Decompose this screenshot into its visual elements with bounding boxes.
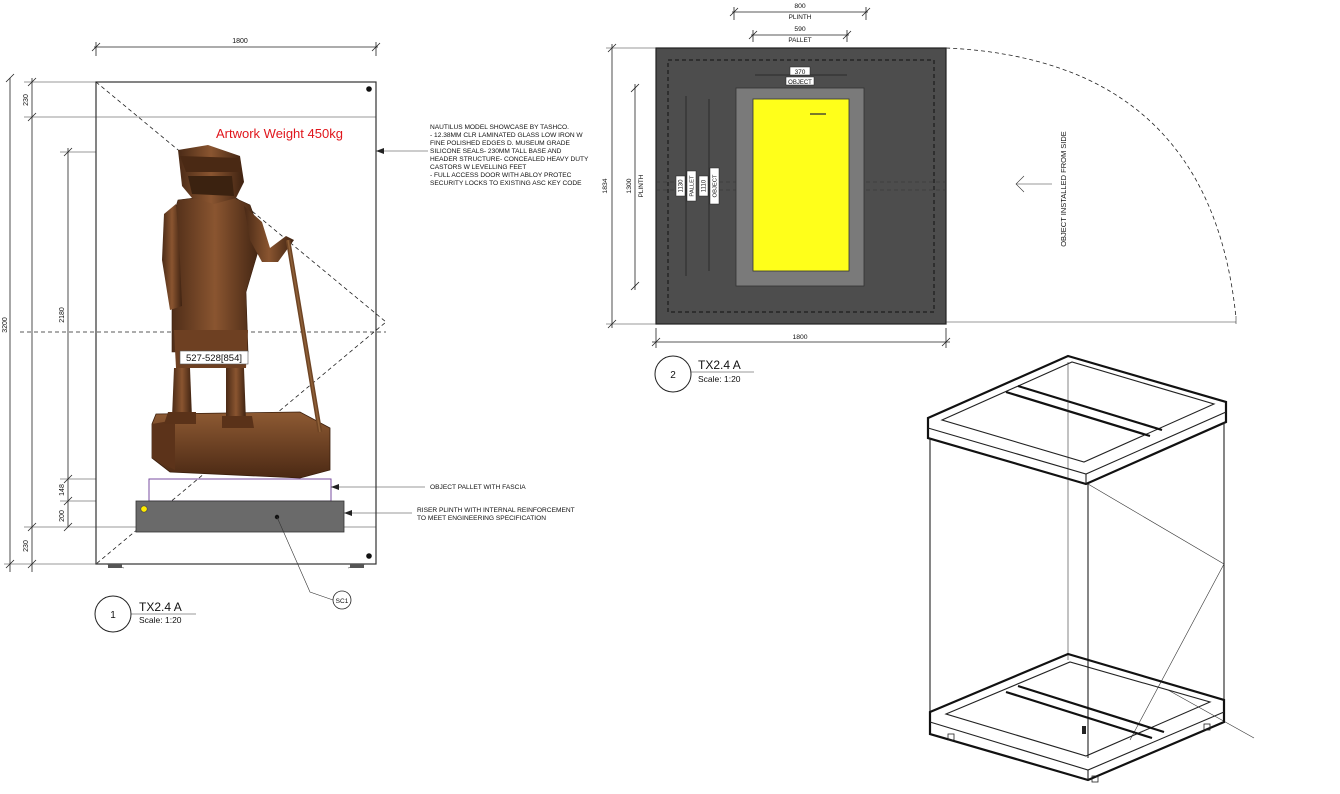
plinth-callout: RISER PLINTH WITH INTERNAL REINFORCEMENT…: [344, 507, 575, 522]
showcase-3d-base: [928, 652, 1226, 783]
view-label-2: 2 TX2.4 A Scale: 1:20: [654, 355, 754, 393]
overall-height-value: 3200: [2, 317, 9, 333]
plan-pallet-width-value: 590: [794, 26, 806, 33]
view-1-ref: TX2.4 A: [139, 600, 182, 614]
note-line-5: HEADER STRUCTURE- CONCEALED HEAVY DUTY: [430, 156, 589, 163]
overall-width-dimension: 1800: [91, 38, 381, 56]
view-1-number: 1: [110, 610, 116, 621]
plan-side-dimensions: 1834 1300 PLINTH 1130 PALLET 1110 OBJECT: [602, 43, 720, 329]
base-height-value: 230: [23, 540, 30, 552]
plan-plinth-depth-label: PLINTH: [638, 174, 645, 197]
plan-object-width-label: OBJECT: [788, 80, 812, 86]
object-pallet: [148, 478, 332, 502]
view-2-number: 2: [670, 370, 676, 381]
lock-dot-bottom: [366, 553, 372, 559]
pallet-callout: OBJECT PALLET WITH FASCIA: [331, 484, 526, 491]
plan-object-width-dim: 370 OBJECT: [755, 66, 847, 86]
plinth-height-value: 200: [59, 510, 66, 522]
note-line-3: FINE POLISHED EDGES D. MUSEUM GRADE: [430, 140, 571, 147]
view-1-scale: Scale: 1:20: [139, 615, 182, 625]
note-line-8: SECURITY LOCKS TO EXISTING ASC KEY CODE: [430, 180, 582, 187]
plan-object-depth-label: OBJECT: [713, 174, 719, 197]
plan-object: [752, 98, 850, 272]
sc-callout: SC1: [276, 516, 352, 610]
plinth-note-line-1: RISER PLINTH WITH INTERNAL REINFORCEMENT: [417, 507, 575, 514]
caster-left: [108, 564, 122, 568]
pallet-note-text: OBJECT PALLET WITH FASCIA: [430, 484, 526, 491]
note-line-7: - FULL ACCESS DOOR WITH ABLOY PROTEC: [430, 172, 572, 179]
plan-object-depth-value: 1110: [702, 179, 708, 192]
note-line-4: SILICONE SEALS- 230MM TALL BASE AND: [430, 148, 562, 155]
plan-top-dimensions: 800 PLINTH 590 PALLET: [729, 3, 871, 44]
riser-plinth: [135, 500, 345, 533]
plinth-note-line-2: TO MEET ENGINEERING SPECIFICATION: [417, 515, 546, 522]
plan-plinth-depth-value: 1300: [626, 178, 633, 193]
object-tag-text: 527-528[854]: [186, 353, 242, 364]
showcase-3d-glass: [929, 362, 1255, 758]
plinth-marker: [140, 505, 148, 513]
view-2-scale: Scale: 1:20: [698, 374, 741, 384]
plan-plinth-width-value: 800: [794, 3, 806, 10]
plan-view: 800 PLINTH 590 PALLET 370 OBJECT: [602, 3, 1237, 393]
plan-pallet-width-label: PALLET: [788, 37, 811, 44]
plan-overall-width-value: 1800: [792, 334, 807, 341]
showcase-notes: NAUTILUS MODEL SHOWCASE BY TASHCO. - 12.…: [376, 124, 589, 187]
glass-height-value: 2180: [59, 307, 66, 323]
plan-pallet-depth-value: 1130: [679, 179, 685, 193]
artwork-weight-label: Artwork Weight 450kg: [216, 126, 343, 141]
note-line-6: CASTORS W LEVELLING FEET: [430, 164, 526, 171]
plan-bottom-dimension: 1800: [651, 328, 951, 348]
install-note-text: OBJECT INSTALLED FROM SIDE: [1059, 131, 1068, 247]
statue-illustration: [151, 145, 331, 479]
plan-plinth-width-label: PLINTH: [789, 14, 812, 21]
top-header-value: 230: [23, 94, 30, 106]
view-2-ref: TX2.4 A: [698, 358, 741, 372]
plan-overall-depth-value: 1834: [602, 178, 609, 193]
view-label-1: 1 TX2.4 A Scale: 1:20: [94, 595, 196, 633]
plan-pallet-depth-label: PALLET: [690, 175, 696, 197]
sc-tag-text: SC1: [336, 598, 349, 605]
left-dimension-chain: 3200 230 2180 148 200 230: [2, 73, 96, 572]
note-line-2: - 12.38MM CLR LAMINATED GLASS LOW IRON W: [430, 132, 583, 139]
overall-width-value: 1800: [232, 38, 248, 45]
showcase-3d-top-frame: [926, 354, 1228, 486]
cabinet-outline: [95, 81, 377, 565]
pallet-height-value: 148: [59, 484, 66, 496]
note-line-1: NAUTILUS MODEL SHOWCASE BY TASHCO.: [430, 124, 569, 131]
showcase-3d-view: [926, 354, 1255, 783]
object-tag: 527-528[854]: [179, 350, 249, 365]
install-swing: OBJECT INSTALLED FROM SIDE: [945, 47, 1237, 324]
elevation-view: 1800: [2, 38, 589, 633]
lock-dot-top: [366, 86, 372, 92]
caster-right: [350, 564, 364, 568]
plan-object-width-value: 370: [795, 69, 806, 76]
